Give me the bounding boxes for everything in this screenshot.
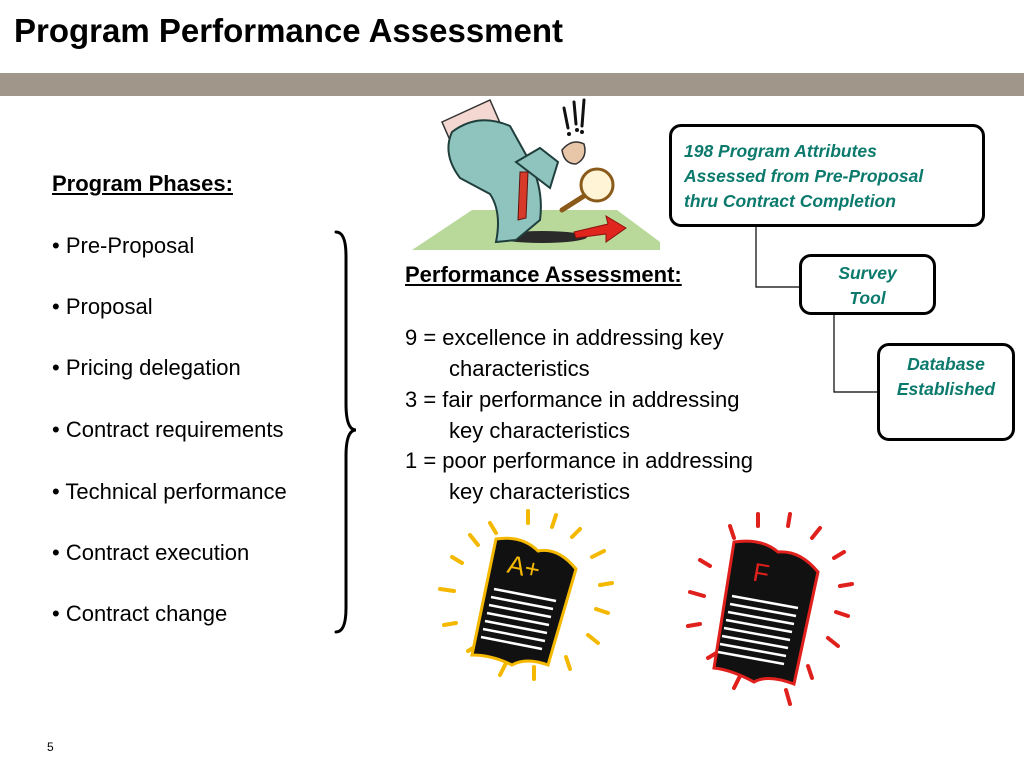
- program-attributes-box: 198 Program Attributes Assessed from Pre…: [669, 124, 985, 227]
- phases-heading: Program Phases:: [52, 171, 233, 196]
- slide-title: Program Performance Assessment: [14, 12, 564, 49]
- f-report-card-icon: F: [686, 512, 854, 706]
- phase-item: • Pricing delegation: [52, 355, 241, 380]
- phase-item: • Contract change: [52, 601, 228, 626]
- scale-label: 9 = excellence in addressing key: [405, 325, 724, 350]
- scale-label: 3 = fair performance in addressing: [405, 387, 740, 412]
- flow-connectors: [755, 225, 878, 393]
- phase-item: • Contract execution: [52, 540, 250, 565]
- database-established-box: Database Established: [877, 343, 1015, 441]
- survey-line: Tool: [849, 288, 886, 308]
- database-line: Database: [907, 354, 985, 374]
- scale-item: 9 = excellence in addressing key charact…: [405, 322, 724, 384]
- grade-a-plus-text: A+: [505, 549, 543, 585]
- scale-item: 3 = fair performance in addressing key c…: [405, 384, 739, 446]
- phase-item: • Pre-Proposal: [52, 233, 195, 258]
- phase-item: • Contract requirements: [52, 417, 284, 442]
- scale-label: 1 = poor performance in addressing: [405, 448, 753, 473]
- magnifying-glass-inspector-clipart: [412, 98, 660, 250]
- attributes-line: thru Contract Completion: [684, 191, 896, 211]
- attributes-line: Assessed from Pre-Proposal: [684, 166, 924, 186]
- survey-line: Survey: [838, 263, 897, 283]
- attributes-line: 198 Program Attributes: [684, 141, 877, 161]
- survey-tool-box: Survey Tool: [799, 254, 936, 315]
- performance-assessment-heading: Performance Assessment:: [405, 262, 682, 287]
- phase-item: • Proposal: [52, 294, 153, 319]
- a-plus-report-card-icon: A+: [438, 509, 614, 681]
- curly-brace: [334, 230, 357, 634]
- scale-continuation: key characteristics: [449, 479, 630, 504]
- title-divider-bar: [0, 73, 1024, 96]
- scale-item: 1 = poor performance in addressing key c…: [405, 445, 753, 507]
- scale-continuation: characteristics: [449, 356, 590, 381]
- database-line: Established: [896, 379, 996, 399]
- page-number: 5: [47, 740, 54, 754]
- grade-f-text: F: [751, 557, 772, 589]
- phase-item: • Technical performance: [52, 479, 287, 504]
- scale-continuation: key characteristics: [449, 418, 630, 443]
